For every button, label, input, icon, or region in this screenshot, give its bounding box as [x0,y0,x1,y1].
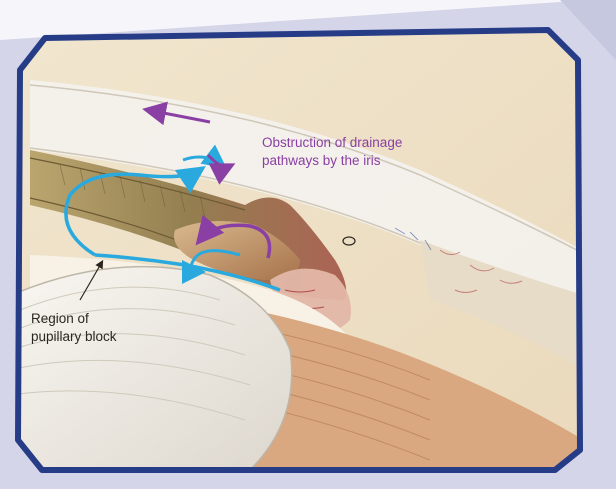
drainage-label-line-1: Obstruction of drainage [262,134,402,152]
pupillary-block-label: Region of pupillary block [31,310,117,346]
pupillary-label-line-2: pupillary block [31,328,117,346]
drainage-obstruction-label: Obstruction of drainage pathways by the … [262,134,402,170]
drainage-label-line-2: pathways by the iris [262,152,402,170]
pupillary-label-line-1: Region of [31,310,117,328]
